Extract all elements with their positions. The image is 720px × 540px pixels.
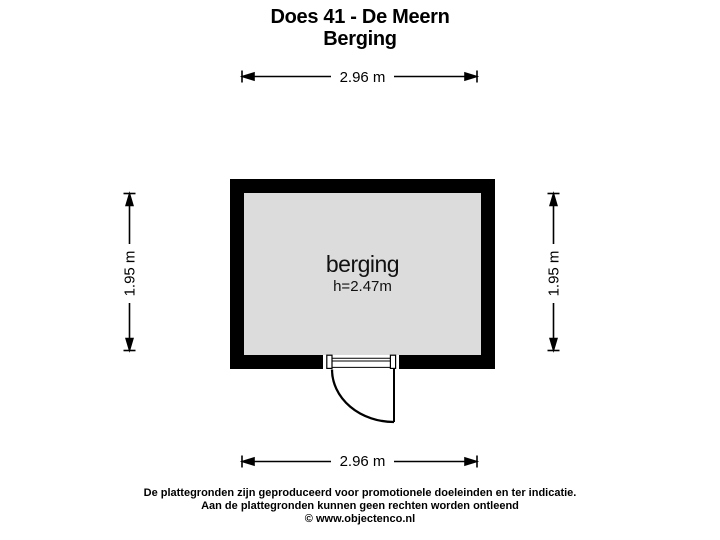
door-swing-arc bbox=[330, 369, 395, 424]
dimension-value: 1.95 m bbox=[121, 250, 139, 297]
arrowhead-left-icon bbox=[239, 456, 255, 467]
copyright-line: © www.objectenco.nl bbox=[304, 513, 416, 525]
disclaimer-line-1: De plattegronden zijn geproduceerd voor … bbox=[143, 487, 577, 499]
door-swing bbox=[330, 369, 395, 424]
room-ceiling-height-label: h=2.47m bbox=[333, 278, 392, 295]
dimension-value: 2.96 m bbox=[339, 69, 386, 86]
arrowhead-left-icon bbox=[239, 71, 255, 82]
arrowhead-down-icon bbox=[125, 337, 134, 353]
door-jamb-left bbox=[326, 354, 333, 370]
disclaimer-line-2: Aan de plattegronden kunnen geen rechten… bbox=[201, 500, 519, 512]
room-name-label: berging bbox=[325, 251, 400, 277]
arrowhead-up-icon bbox=[125, 191, 134, 207]
arrowhead-down-icon bbox=[549, 337, 558, 353]
title-room-type: Berging bbox=[323, 28, 397, 50]
arrowhead-right-icon bbox=[464, 71, 480, 82]
dimension-label-right: 1.95 m bbox=[542, 244, 565, 303]
dimension-value: 2.96 m bbox=[339, 453, 386, 470]
arrowhead-right-icon bbox=[464, 456, 480, 467]
room-floor bbox=[244, 193, 481, 355]
dimension-label-top: 2.96 m bbox=[331, 65, 394, 90]
arrowhead-up-icon bbox=[549, 191, 558, 207]
title-address: Does 41 - De Meern bbox=[270, 6, 450, 28]
footer-disclaimer: De plattegronden zijn geproduceerd voor … bbox=[0, 487, 720, 526]
door-jamb-right bbox=[389, 354, 397, 370]
dimension-value: 1.95 m bbox=[545, 250, 563, 297]
door-threshold bbox=[326, 354, 397, 370]
dimension-label-bottom: 2.96 m bbox=[331, 449, 394, 474]
dimension-label-left: 1.95 m bbox=[118, 244, 141, 303]
page-title: Does 41 - De Meern Berging bbox=[0, 6, 720, 50]
